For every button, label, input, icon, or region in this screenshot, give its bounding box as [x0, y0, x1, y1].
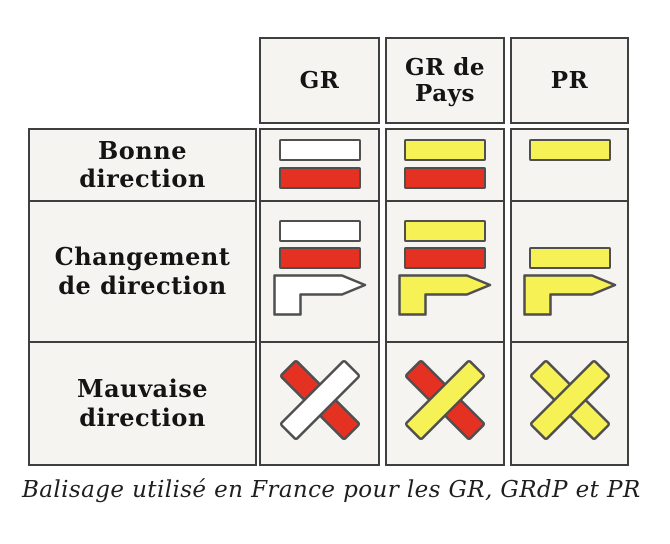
column-header-gr: GR	[259, 37, 380, 124]
symbol-column-gr	[259, 128, 380, 466]
yellow-bar-marker	[528, 139, 611, 161]
yellow-bar-marker	[404, 139, 486, 161]
symbol-column-pr	[510, 128, 629, 466]
column-header-gr-de-pays: GR de Pays	[385, 37, 505, 124]
white-bar-marker	[278, 139, 361, 161]
yellow-bar-marker	[404, 220, 486, 242]
red-yellow-cross-marker	[393, 348, 497, 452]
yellow-turn-arrow-marker	[522, 274, 617, 316]
red-bar-marker	[278, 167, 361, 189]
row-header-changement-de-direction: Changement de direction	[30, 200, 255, 343]
cell-changement-direction-gr	[261, 200, 378, 343]
yellow-turn-arrow-marker	[398, 274, 492, 316]
cell-mauvaise-direction-gr	[261, 343, 378, 464]
figure-caption: Balisage utilisé en France pour les GR, …	[22, 477, 641, 503]
red-white-cross-marker	[268, 348, 372, 452]
white-bar-marker	[278, 220, 361, 242]
cell-bonne-direction-gr-de-pays	[387, 130, 503, 200]
red-bar-marker	[404, 247, 486, 269]
row-header-bonne-direction: Bonne direction	[79, 135, 206, 193]
yellow-bar-marker	[528, 247, 611, 269]
column-header-pr: PR	[510, 37, 629, 124]
row-header-mauvaise-direction: Mauvaise direction	[77, 374, 208, 432]
yellow-yellow-cross-marker	[518, 348, 622, 452]
cell-bonne-direction-pr	[512, 130, 627, 200]
cell-mauvaise-direction-pr	[512, 343, 627, 464]
row-header-column: Bonne direction Changement de direction …	[28, 128, 257, 466]
symbol-column-gr-de-pays	[385, 128, 505, 466]
red-bar-marker	[404, 167, 486, 189]
cell-changement-direction-pr	[512, 200, 627, 343]
red-bar-marker	[278, 247, 361, 269]
cell-mauvaise-direction-gr-de-pays	[387, 343, 503, 464]
cell-changement-direction-gr-de-pays	[387, 200, 503, 343]
cell-bonne-direction-gr	[261, 130, 378, 200]
white-turn-arrow-marker	[272, 274, 367, 316]
